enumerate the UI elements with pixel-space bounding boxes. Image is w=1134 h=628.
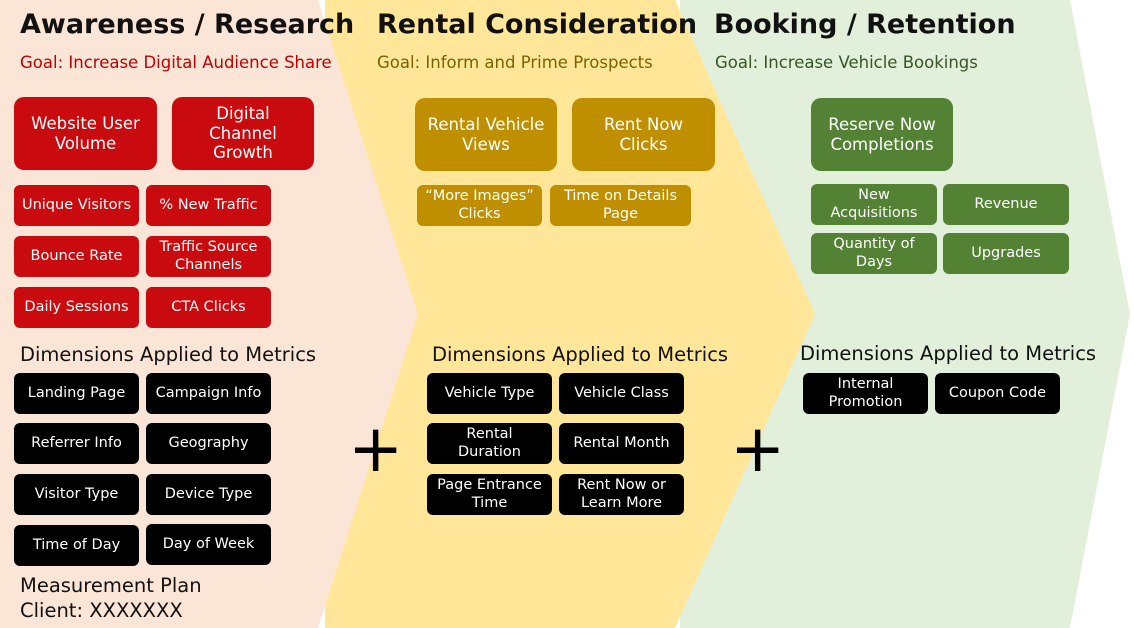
dimension-internal-promotion: Internal Promotion xyxy=(803,373,928,414)
kpi-website-user-volume: Website User Volume xyxy=(14,97,157,170)
plus-symbol: + xyxy=(348,410,404,487)
kpi-rental-vehicle-views: Rental Vehicle Views xyxy=(415,98,557,171)
metric-more-images-clicks: “More Images” Clicks xyxy=(417,185,542,226)
metric-bounce-rate: Bounce Rate xyxy=(14,236,139,277)
dimension-time-of-day: Time of Day xyxy=(14,525,139,566)
awareness-title: Awareness / Research xyxy=(20,9,355,40)
consideration-goal: Goal: Inform and Prime Prospects xyxy=(377,53,653,72)
dimension-geography: Geography xyxy=(146,423,271,464)
dimension-page-entrance-time: Page Entrance Time xyxy=(427,474,552,515)
metric-new-acquisitions: New Acquisitions xyxy=(811,184,937,225)
dimension-visitor-type: Visitor Type xyxy=(14,474,139,515)
measurement-plan-label: Measurement Plan xyxy=(20,574,202,597)
dimension-vehicle-type: Vehicle Type xyxy=(427,373,552,414)
awareness-goal: Goal: Increase Digital Audience Share xyxy=(20,53,332,72)
consideration-title: Rental Consideration xyxy=(377,9,698,40)
booking-goal: Goal: Increase Vehicle Bookings xyxy=(715,53,978,72)
dimension-rental-duration: Rental Duration xyxy=(427,423,552,464)
dimension-campaign-info: Campaign Info xyxy=(146,373,271,414)
metric-upgrades: Upgrades xyxy=(943,233,1069,274)
dimension-referrer-info: Referrer Info xyxy=(14,423,139,464)
awareness-dimensions-heading: Dimensions Applied to Metrics xyxy=(20,343,317,366)
dimension-landing-page: Landing Page xyxy=(14,373,139,414)
metric-revenue: Revenue xyxy=(943,184,1069,225)
client-label: Client: XXXXXXX xyxy=(20,599,183,622)
metric-unique-visitors: Unique Visitors xyxy=(14,185,139,226)
dimension-rental-month: Rental Month xyxy=(559,423,684,464)
booking-title: Booking / Retention xyxy=(714,9,1016,40)
metric-daily-sessions: Daily Sessions xyxy=(14,287,139,328)
kpi-rent-now-clicks: Rent Now Clicks xyxy=(572,98,715,171)
metric-quantity-of-days: Quantity of Days xyxy=(811,233,937,274)
metric-new-traffic: % New Traffic xyxy=(146,185,271,226)
kpi-digital-channel-growth: Digital Channel Growth xyxy=(172,97,314,170)
consideration-dimensions-heading: Dimensions Applied to Metrics xyxy=(432,343,729,366)
metric-time-on-details-page: Time on Details Page xyxy=(550,185,691,226)
dimension-rent-now-or-learn-more: Rent Now or Learn More xyxy=(559,474,684,515)
metric-traffic-source-channels: Traffic Source Channels xyxy=(146,236,271,277)
booking-dimensions-heading: Dimensions Applied to Metrics xyxy=(800,342,1097,365)
booking-stage-band xyxy=(680,0,1130,628)
dimension-device-type: Device Type xyxy=(146,474,271,515)
metric-cta-clicks: CTA Clicks xyxy=(146,287,271,328)
plus-symbol: + xyxy=(730,410,786,487)
dimension-vehicle-class: Vehicle Class xyxy=(559,373,684,414)
dimension-coupon-code: Coupon Code xyxy=(935,373,1060,414)
kpi-reserve-now-completions: Reserve Now Completions xyxy=(811,98,953,171)
dimension-day-of-week: Day of Week xyxy=(146,524,271,565)
